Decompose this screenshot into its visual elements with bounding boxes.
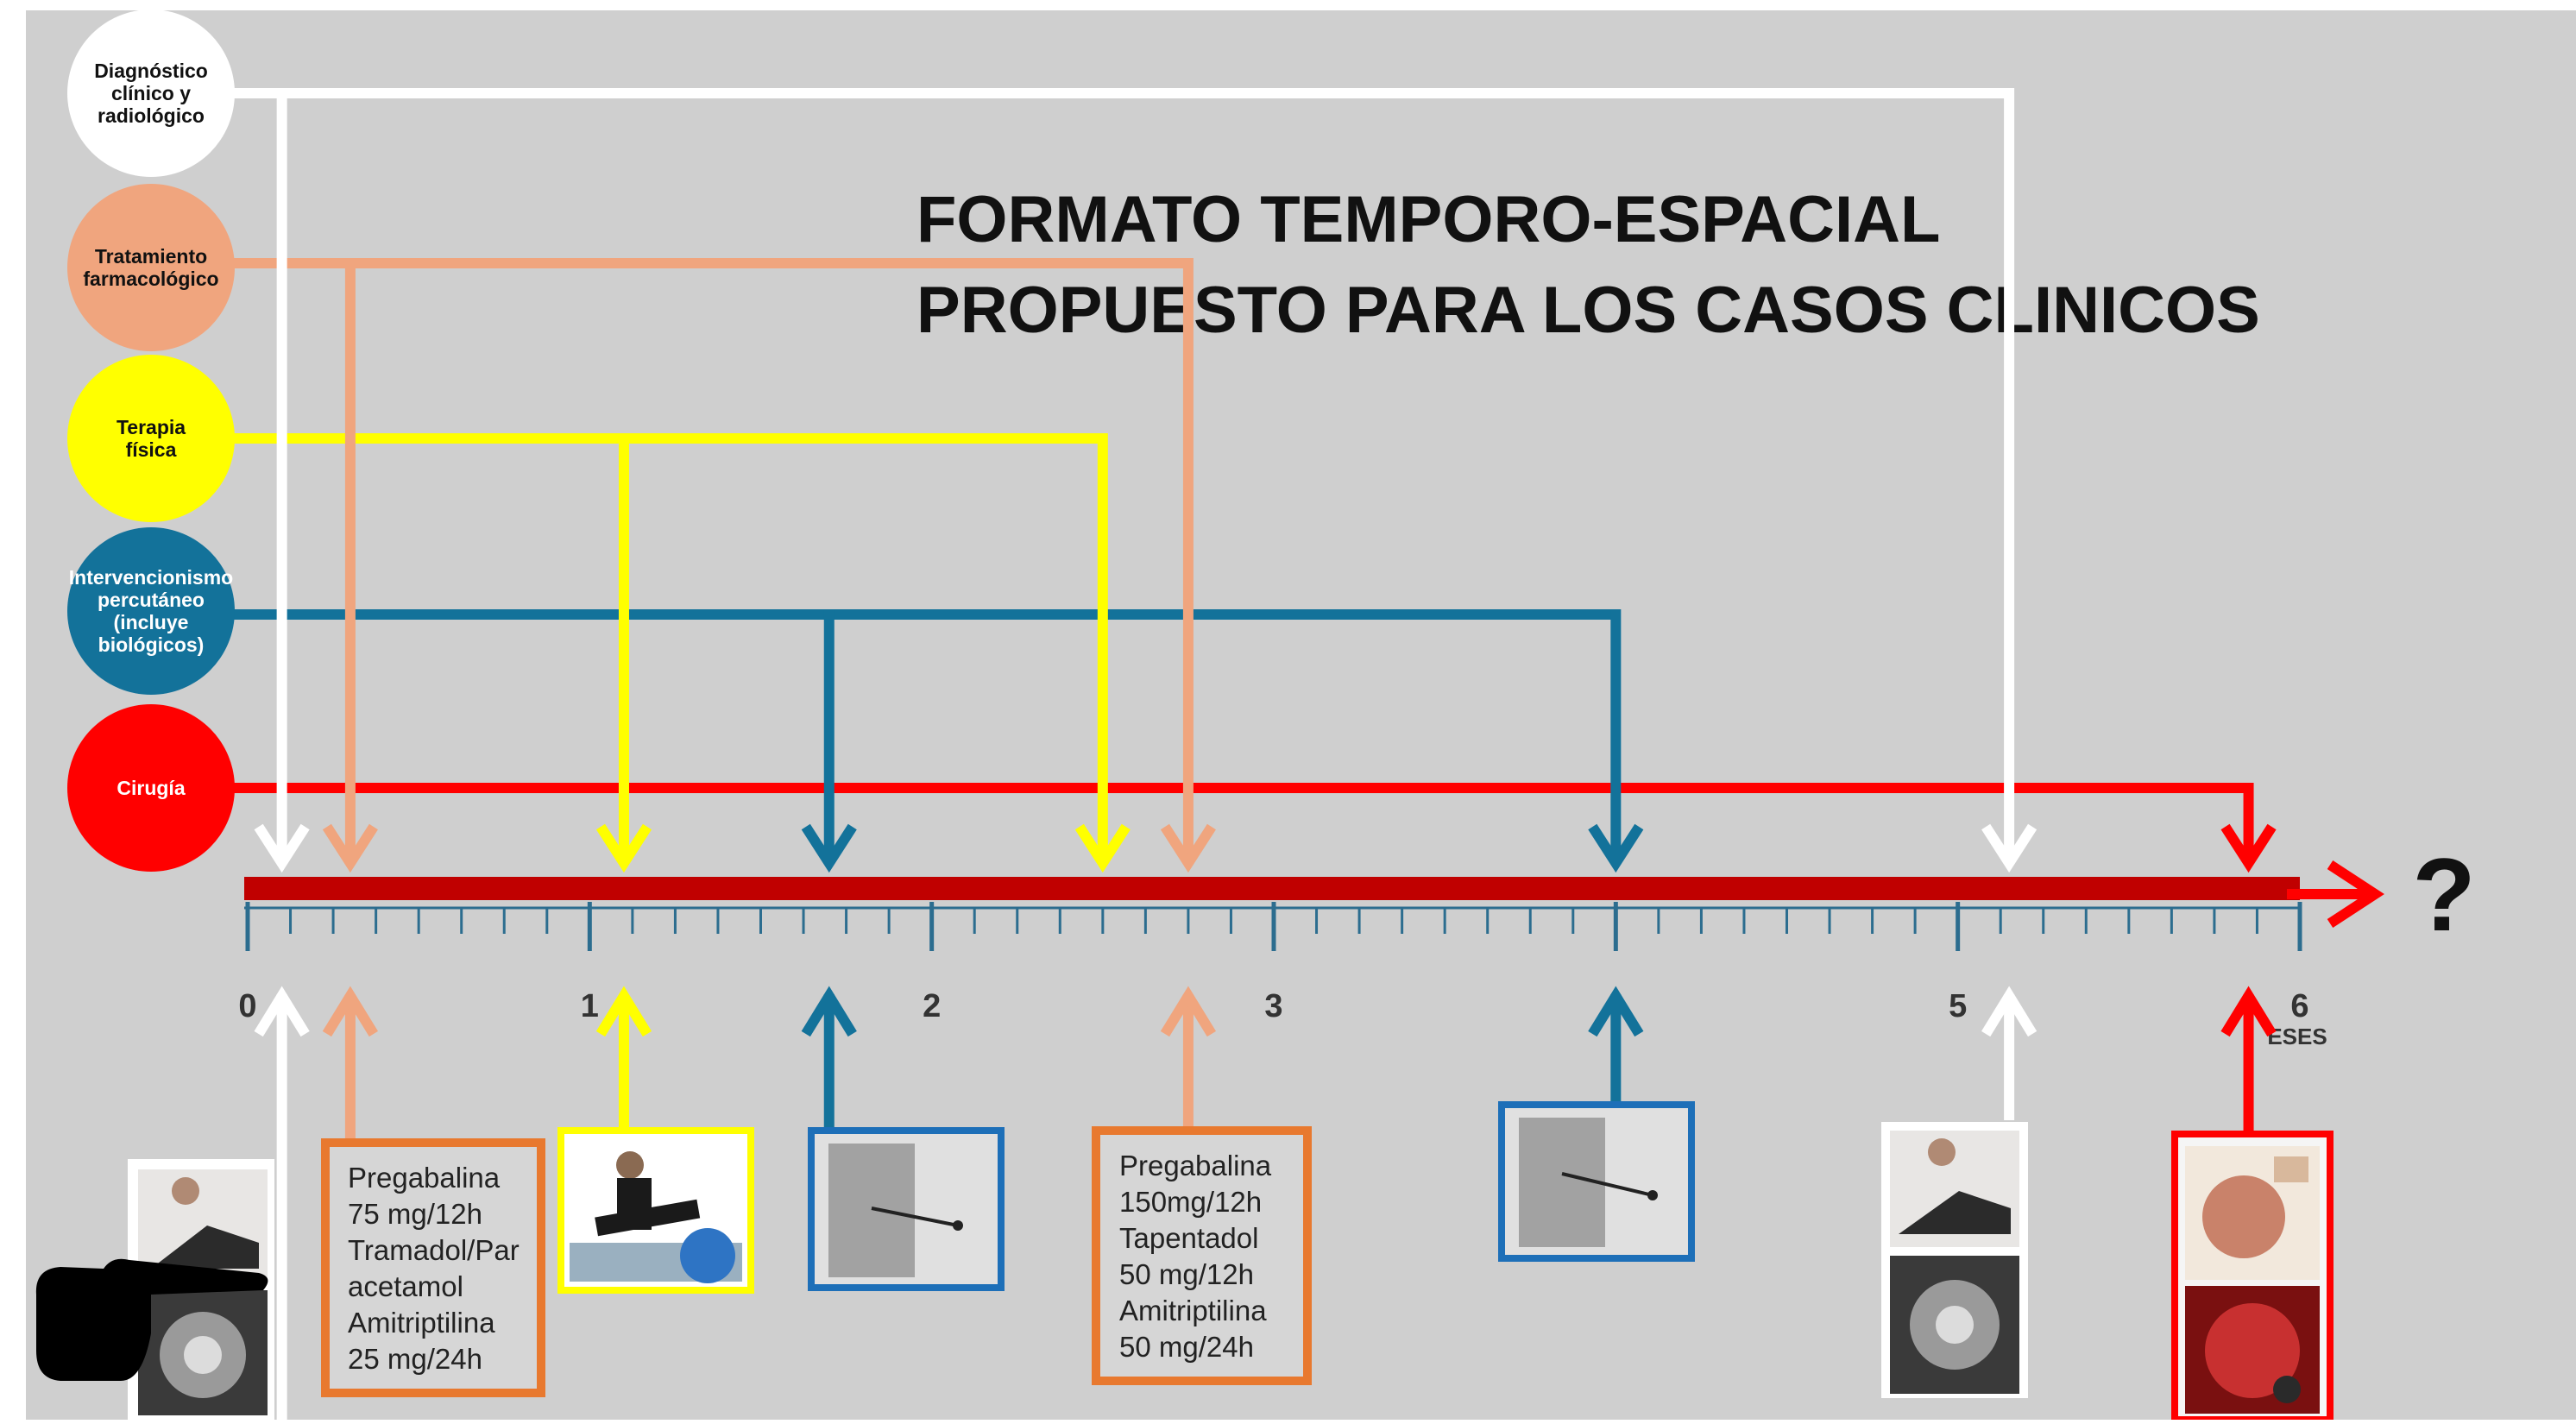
medication-line: 50 mg/24h	[1119, 1331, 1254, 1363]
timeline-tick-labels: 0 1 2 3 5 6	[238, 988, 2308, 1024]
event-arrow-terapia	[1074, 433, 1131, 873]
category-circle-diagnostico	[67, 9, 235, 177]
medication-line: 25 mg/24h	[348, 1343, 482, 1375]
category-label-intervencionismo: biológicos)	[98, 633, 205, 656]
up-arrow-farmacologico	[322, 986, 379, 1141]
tick-label: 5	[1949, 988, 1967, 1024]
tick-label: 2	[923, 988, 941, 1024]
medication-line: 50 mg/12h	[1119, 1258, 1254, 1290]
up-arrow-diagnostico	[1981, 986, 2037, 1120]
medication-line: 75 mg/12h	[348, 1198, 482, 1230]
medication-line: Pregabalina	[348, 1162, 501, 1194]
timeline-unit-label: ESES	[2267, 1024, 2327, 1049]
tick-label: 0	[238, 988, 256, 1024]
title-line-1: FORMATO TEMPORO-ESPACIAL	[916, 183, 1940, 256]
event-arrow-farmacologico	[322, 258, 378, 873]
up-arrow-cirugia	[2220, 986, 2277, 1132]
connector-lines	[230, 88, 2253, 793]
title-line-2: PROPUESTO PARA LOS CASOS CLINICOS	[916, 274, 2260, 347]
up-arrow-farmacologico	[1160, 986, 1217, 1129]
photo-diagnostic-initial	[128, 1159, 274, 1420]
tick-label: 3	[1264, 988, 1282, 1024]
event-up-arrows	[254, 986, 2277, 1420]
photo-physical-therapy	[557, 1127, 754, 1294]
timeline-question-mark: ?	[2412, 837, 2475, 953]
category-intervencionismo: Intervencionismopercutáneo(incluyebiológ…	[67, 527, 235, 695]
tick-label: 6	[2290, 988, 2308, 1024]
event-down-arrows	[254, 88, 2277, 873]
timeline-axis: 0 1 2 3 5 6 ESES ?	[238, 837, 2475, 1049]
category-label-intervencionismo: percutáneo	[98, 589, 205, 611]
category-label-diagnostico: Diagnóstico	[94, 60, 208, 82]
photo-xray-2	[1498, 1101, 1695, 1262]
tick-label: 1	[581, 988, 599, 1024]
category-label-intervencionismo: Intervencionismo	[69, 566, 233, 589]
up-arrow-terapia	[595, 986, 652, 1129]
category-label-diagnostico: clínico y	[111, 82, 191, 104]
event-arrow-intervencionismo	[1588, 609, 1644, 873]
up-arrow-diagnostico	[254, 986, 310, 1420]
category-label-diagnostico: radiológico	[98, 104, 205, 127]
event-arrow-farmacologico	[1160, 258, 1216, 873]
category-circle-farmacologico	[67, 184, 235, 351]
timeline-bar	[244, 877, 2300, 900]
timeline-ticks	[245, 902, 2302, 951]
category-circle-cirugia	[67, 704, 235, 872]
medication-line: Tramadol/Par	[348, 1234, 520, 1266]
medication-line: 150mg/12h	[1119, 1186, 1262, 1218]
photo-surgery	[2171, 1131, 2334, 1423]
medication-line: Amitriptilina	[1119, 1295, 1267, 1326]
category-label-cirugia: Cirugía	[117, 777, 185, 799]
event-arrow-diagnostico	[1981, 88, 2037, 873]
photo-diagnostic-followup	[1881, 1122, 2028, 1398]
event-arrow-intervencionismo	[801, 609, 857, 873]
photo-xray-1	[808, 1127, 1005, 1291]
category-label-farmacologico: Tratamiento	[95, 245, 207, 268]
category-label-terapia: física	[126, 438, 177, 461]
event-arrow-terapia	[595, 433, 652, 873]
up-arrow-intervencionismo	[1588, 986, 1644, 1103]
event-arrow-diagnostico	[254, 88, 310, 873]
timeline-end-arrowhead	[2327, 860, 2384, 929]
category-cirugia: Cirugía	[67, 704, 235, 872]
medication-line: acetamol	[348, 1270, 463, 1302]
medication-line: Tapentadol	[1119, 1222, 1258, 1254]
category-circle-intervencionismo	[67, 527, 235, 695]
medication-line: Amitriptilina	[348, 1307, 495, 1339]
medication-line: Pregabalina	[1119, 1150, 1272, 1181]
category-label-farmacologico: farmacológico	[83, 268, 218, 290]
event-arrow-cirugia	[2220, 783, 2277, 873]
category-circle-terapia	[67, 355, 235, 522]
category-label-terapia: Terapia	[117, 416, 186, 438]
up-arrow-intervencionismo	[801, 986, 857, 1129]
pointing-hand-icon	[35, 1258, 268, 1381]
category-label-intervencionismo: (incluye	[114, 611, 189, 633]
